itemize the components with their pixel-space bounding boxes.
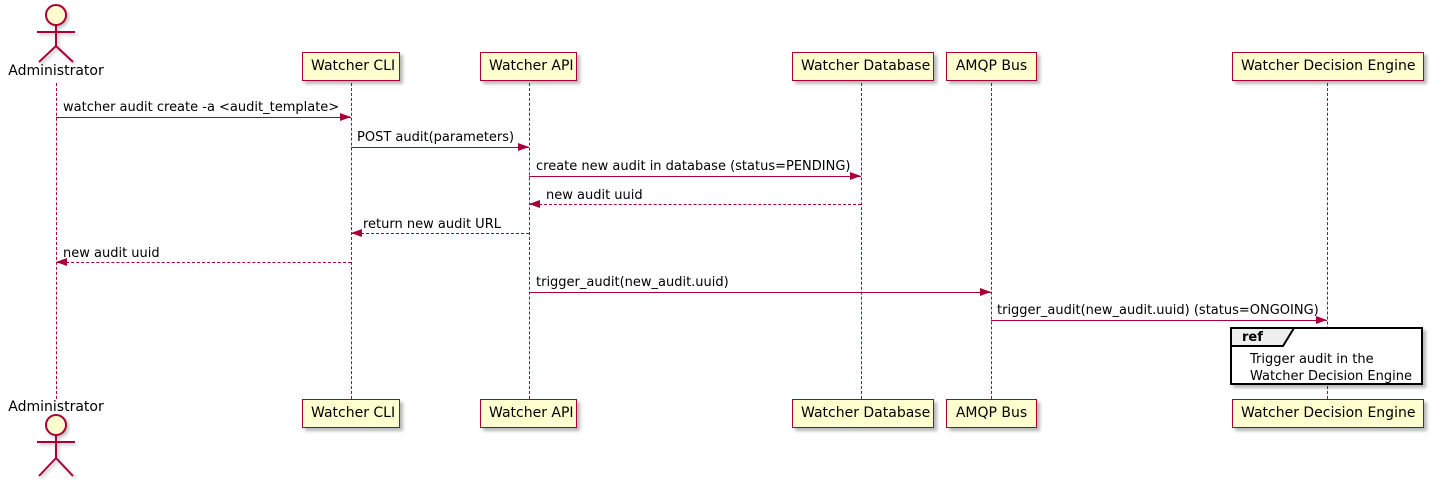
actor-figure-icon (37, 414, 75, 477)
ref-text: Trigger audit in the Watcher Decision En… (1250, 351, 1412, 385)
ref-fragment: ref Trigger audit in the Watcher Decisio… (1230, 327, 1423, 385)
lifeline-watcher-cli (351, 83, 352, 399)
message-4-text: new audit uuid (546, 188, 643, 203)
message-6-text: new audit uuid (63, 246, 160, 261)
message-8-line (991, 320, 1327, 321)
arrowhead-right-icon (518, 143, 529, 151)
participant-watcher-decision-engine-top: Watcher Decision Engine (1232, 52, 1424, 81)
arrowhead-right-icon (340, 113, 351, 121)
arrowhead-left-icon (351, 229, 362, 237)
message-3-line (529, 176, 861, 177)
actor-figure-icon (37, 4, 75, 63)
participant-watcher-cli-bottom: Watcher CLI (302, 399, 400, 428)
message-8-text: trigger_audit(new_audit.uuid) (status=ON… (997, 303, 1319, 318)
message-1-text: watcher audit create -a <audit_template> (63, 100, 340, 115)
message-6-line (56, 262, 351, 263)
lifeline-administrator (56, 83, 57, 399)
lifeline-watcher-database (861, 83, 862, 399)
ref-tab-icon (1230, 327, 1296, 347)
arrowhead-right-icon (1316, 316, 1327, 324)
ref-text-line-2: Watcher Decision Engine (1250, 369, 1412, 384)
lifeline-watcher-api (529, 83, 530, 399)
arrowhead-left-icon (56, 258, 67, 266)
message-2-line (351, 147, 529, 148)
message-3-text: create new audit in database (status=PEN… (536, 159, 851, 174)
ref-text-line-1: Trigger audit in the (1250, 352, 1374, 367)
participant-watcher-decision-engine-bottom: Watcher Decision Engine (1232, 399, 1424, 428)
arrowhead-left-icon (529, 200, 540, 208)
arrowhead-right-icon (850, 172, 861, 180)
message-2-text: POST audit(parameters) (357, 130, 515, 145)
message-5-text: return new audit URL (363, 217, 501, 232)
participant-watcher-database-bottom: Watcher Database (792, 399, 934, 428)
participant-amqp-bus-bottom: AMQP Bus (946, 399, 1037, 428)
message-7-text: trigger_audit(new_audit.uuid) (536, 275, 729, 290)
message-4-line (529, 204, 861, 205)
participant-watcher-cli-top: Watcher CLI (302, 52, 400, 81)
participant-watcher-api-bottom: Watcher API (480, 399, 577, 428)
ref-keyword: ref (1242, 330, 1263, 345)
lifeline-amqp-bus (991, 83, 992, 399)
lifeline-watcher-decision-engine (1327, 83, 1328, 399)
participant-watcher-database-top: Watcher Database (792, 52, 934, 81)
message-1-line (56, 117, 351, 118)
actor-label-administrator-bottom: Administrator (8, 399, 104, 415)
arrowhead-right-icon (980, 288, 991, 296)
actor-label-administrator-top: Administrator (8, 63, 104, 79)
message-5-line (351, 233, 529, 234)
message-7-line (529, 292, 991, 293)
participant-amqp-bus-top: AMQP Bus (946, 52, 1037, 81)
participant-watcher-api-top: Watcher API (480, 52, 577, 81)
